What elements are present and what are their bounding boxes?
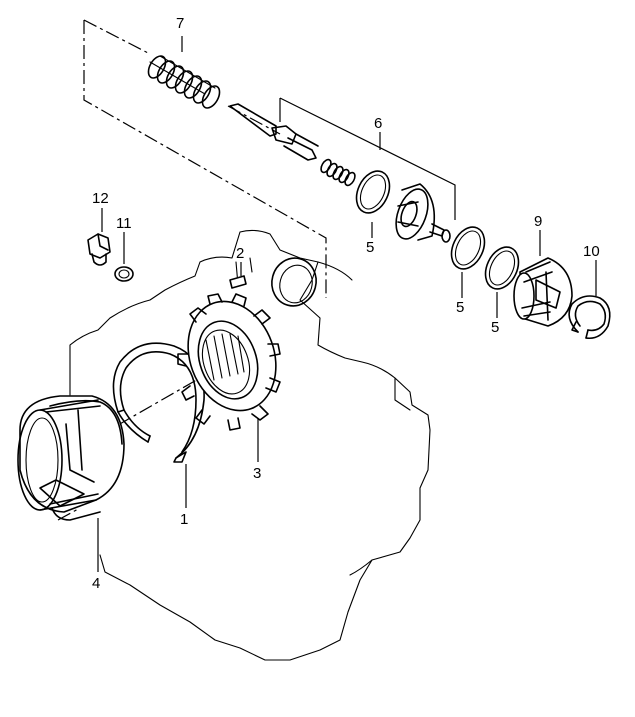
leader-lines [97,36,597,572]
part-9-servo-cover [513,257,573,327]
part-10-snap-ring [568,295,611,340]
label-part-11: 11 [116,215,132,232]
label-part-3: 3 [253,465,261,482]
label-part-9: 9 [534,213,542,230]
label-part-7: 7 [176,15,184,32]
label-part-10: 10 [583,243,600,260]
label-part-12: 12 [92,190,109,207]
label-part-6: 6 [374,115,382,132]
part-6-small-spring [320,158,356,187]
part-3-clutch-ring [177,293,281,431]
case-servo-bore [271,257,317,307]
part-12-bolt [87,233,111,266]
part-7-spring [147,55,221,109]
label-part-4: 4 [92,575,100,592]
label-part-5-lower: 5 [491,319,499,336]
part-4-clutch-drum [17,395,125,521]
label-part-5-middle: 5 [456,299,464,316]
part-6-bracket [279,97,456,220]
label-part-2: 2 [236,245,244,262]
transmission-case-outline [69,229,431,661]
part-11-washer [114,266,134,282]
part-5-o-ring-middle [450,226,486,270]
part-2-dowel-pin [229,275,247,289]
part-5-o-ring-lower [484,246,520,290]
part-6-valve-stem [229,103,319,161]
label-part-5-upper: 5 [366,239,374,256]
part-6-snap-clip [441,229,451,243]
part-6-piston [395,183,445,241]
label-part-1: 1 [180,511,188,528]
part-labels: 7 6 12 11 2 5 9 10 5 5 3 1 4 [92,15,600,592]
part-5-o-ring-upper [355,170,391,214]
